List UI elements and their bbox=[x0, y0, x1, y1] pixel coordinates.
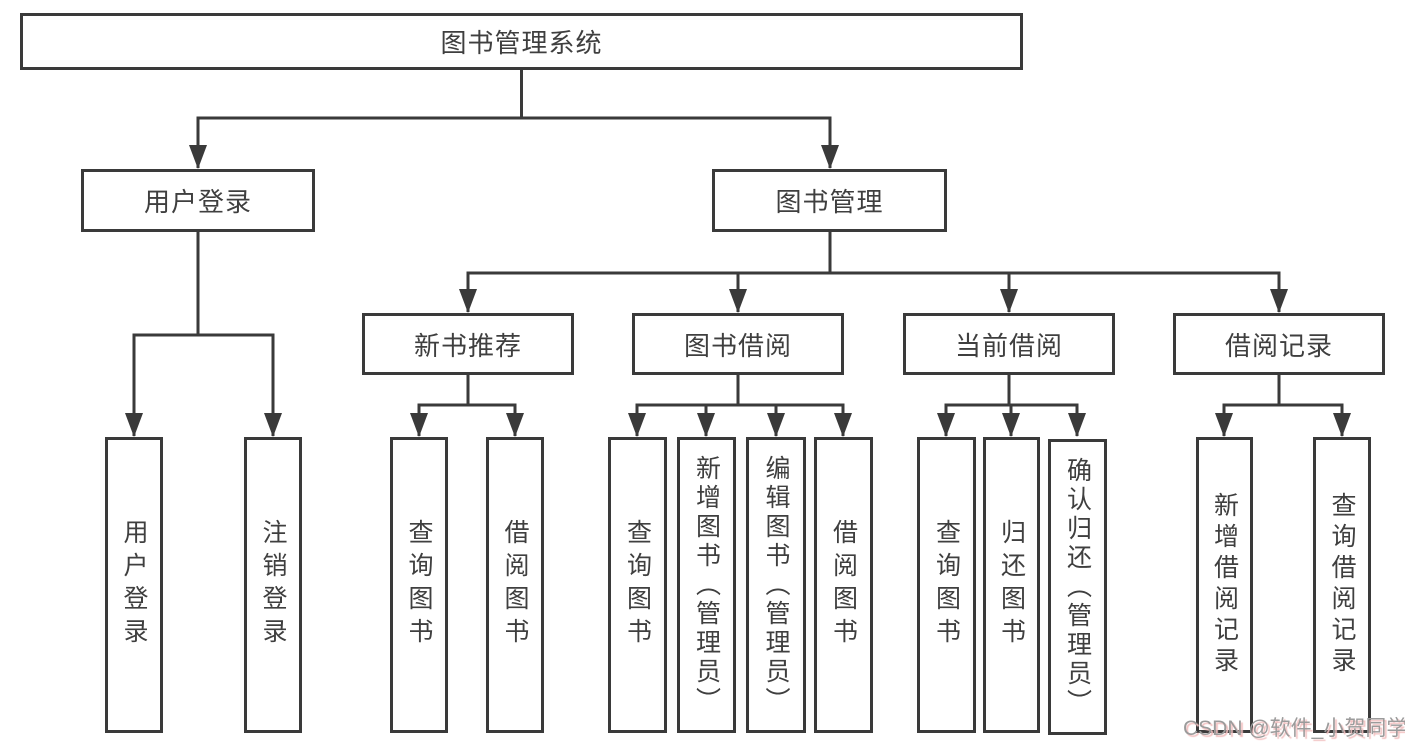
leaf-current-query: 查询图书 bbox=[917, 437, 976, 733]
csdn-watermark: CSDN @软件_小贺同学 bbox=[1183, 717, 1405, 740]
node-new-books-label: 新书推荐 bbox=[413, 330, 522, 361]
node-borrowing: 图书借阅 bbox=[632, 313, 844, 375]
leaf-borrowing-edit-admin: 编辑图书（管理员） bbox=[746, 437, 806, 733]
connector-records-children bbox=[1215, 374, 1351, 437]
node-current-borrow: 当前借阅 bbox=[903, 313, 1115, 375]
leaf-borrowing-query: 查询图书 bbox=[608, 437, 667, 733]
leaf-logout: 注销登录 bbox=[244, 437, 302, 733]
leaf-borrowing-borrow: 借阅图书 bbox=[814, 437, 873, 733]
leaf-records-query-label: 查询借阅记录 bbox=[1328, 492, 1356, 678]
node-user-login: 用户登录 bbox=[81, 169, 315, 232]
connector-borrowing-children bbox=[628, 374, 852, 437]
leaf-borrowing-edit-admin-label: 编辑图书（管理员） bbox=[762, 454, 790, 716]
node-borrowing-label: 图书借阅 bbox=[683, 330, 792, 361]
node-book-mgmt-label: 图书管理 bbox=[775, 187, 884, 217]
node-root: 图书管理系统 bbox=[20, 13, 1023, 70]
leaf-borrowing-add-admin-label: 新增图书（管理员） bbox=[692, 454, 721, 716]
node-root-label: 图书管理系统 bbox=[440, 28, 603, 58]
leaf-user-login-label: 用户登录 bbox=[120, 519, 148, 651]
connector-new-books-children bbox=[410, 374, 524, 437]
connector-user-login-children bbox=[125, 232, 282, 437]
leaf-newbooks-query: 查询图书 bbox=[390, 437, 448, 733]
leaf-newbooks-query-label: 查询图书 bbox=[405, 519, 433, 651]
leaf-records-query: 查询借阅记录 bbox=[1313, 437, 1371, 733]
leaf-borrowing-query-label: 查询图书 bbox=[623, 519, 652, 651]
leaf-current-confirm-admin: 确认归还（管理员） bbox=[1048, 439, 1107, 735]
leaf-current-confirm-admin-label: 确认归还（管理员） bbox=[1063, 456, 1092, 718]
connector-root-to-level2 bbox=[189, 70, 839, 169]
node-borrow-records: 借阅记录 bbox=[1173, 313, 1385, 375]
node-book-mgmt: 图书管理 bbox=[712, 169, 947, 232]
leaf-logout-label: 注销登录 bbox=[259, 519, 287, 651]
node-user-login-label: 用户登录 bbox=[143, 187, 252, 217]
leaf-records-add: 新增借阅记录 bbox=[1196, 437, 1253, 733]
connector-book-mgmt-children bbox=[459, 232, 1288, 313]
node-current-borrow-label: 当前借阅 bbox=[954, 330, 1063, 361]
node-new-books: 新书推荐 bbox=[362, 313, 574, 375]
node-borrow-records-label: 借阅记录 bbox=[1224, 330, 1333, 361]
connector-current-children bbox=[937, 374, 1086, 437]
leaf-borrowing-borrow-label: 借阅图书 bbox=[829, 519, 858, 651]
leaf-newbooks-borrow: 借阅图书 bbox=[486, 437, 544, 733]
leaf-records-add-label: 新增借阅记录 bbox=[1210, 492, 1239, 678]
leaf-current-query-label: 查询图书 bbox=[932, 519, 961, 651]
leaf-newbooks-borrow-label: 借阅图书 bbox=[501, 519, 529, 651]
leaf-user-login: 用户登录 bbox=[105, 437, 163, 733]
leaf-borrowing-add-admin: 新增图书（管理员） bbox=[677, 437, 736, 733]
leaf-current-return-label: 归还图书 bbox=[997, 519, 1026, 651]
leaf-current-return: 归还图书 bbox=[983, 437, 1040, 733]
